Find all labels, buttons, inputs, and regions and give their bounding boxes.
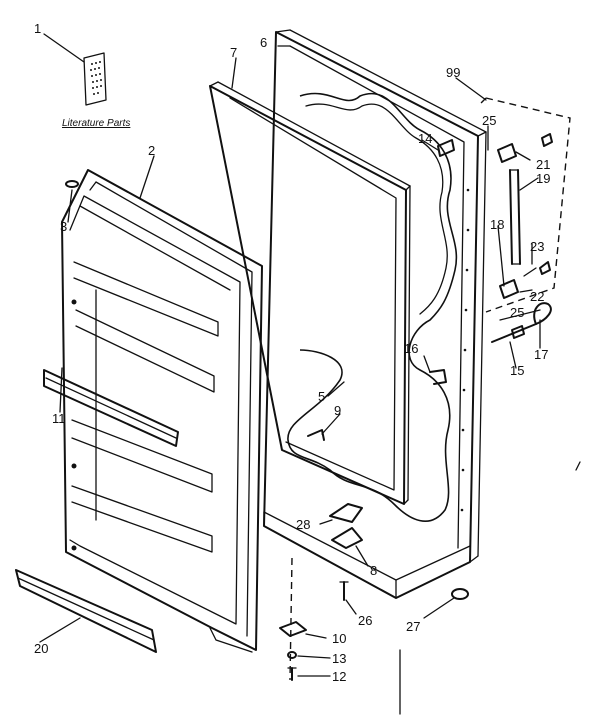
spacer-13 <box>287 651 297 659</box>
screw-12 <box>287 667 297 681</box>
callout-7: 7 <box>230 45 238 60</box>
outer-door-frame <box>263 29 487 599</box>
bracket-14 <box>437 139 455 157</box>
callout-18: 18 <box>490 217 505 232</box>
bracket-9 <box>307 429 325 441</box>
callout-6: 6 <box>260 35 268 50</box>
callout-23: 23 <box>530 239 545 254</box>
hinge-bracket-8 <box>331 527 363 549</box>
screw-26 <box>339 581 349 601</box>
door-rod-assembly <box>491 302 552 343</box>
callout-26: 26 <box>358 613 373 628</box>
callout-25-top: 25 <box>482 113 497 128</box>
callout-99: 99 <box>446 65 461 80</box>
trim-strip <box>15 569 157 653</box>
callout-10: 10 <box>332 631 347 646</box>
frame-gasket-outline <box>287 92 458 522</box>
callout-13: 13 <box>332 651 347 666</box>
callout-11: 11 <box>52 411 66 426</box>
bracket-16 <box>429 369 447 385</box>
leader-lines <box>39 33 581 715</box>
clip-3 <box>65 180 79 188</box>
callout-1: 1 <box>34 21 42 36</box>
callout-22: 22 <box>530 289 545 304</box>
callout-9: 9 <box>334 403 342 418</box>
callout-8: 8 <box>370 563 378 578</box>
callout-17: 17 <box>534 347 549 362</box>
callout-5: 5 <box>318 389 326 404</box>
callout-28: 28 <box>296 517 311 532</box>
callout-16: 16 <box>404 341 419 356</box>
callout-20: 20 <box>34 641 49 656</box>
callout-12: 12 <box>332 669 347 684</box>
literature-parts-label: Literature Parts <box>62 118 131 129</box>
callout-19: 19 <box>536 171 551 186</box>
kit-99-box <box>479 97 571 313</box>
callout-15: 15 <box>510 363 525 378</box>
callout-21: 21 <box>536 157 551 172</box>
callout-25-bottom: 25 <box>510 305 525 320</box>
foot-27 <box>451 588 469 600</box>
inner-door-panel <box>61 169 263 653</box>
hardware-axis-line <box>289 557 293 681</box>
callout-14: 14 <box>418 131 433 146</box>
callout-3: 3 <box>60 219 68 234</box>
callout-27: 27 <box>406 619 421 634</box>
washer-10 <box>279 621 307 637</box>
door-shelf-bar <box>43 369 179 447</box>
door-closer-assembly <box>497 133 553 299</box>
door-gasket <box>209 81 411 505</box>
literature-booklet <box>83 52 107 106</box>
callout-2: 2 <box>148 143 156 158</box>
frame-gasket-outline-inner <box>305 103 448 315</box>
hinge-bracket-28 <box>329 503 363 523</box>
